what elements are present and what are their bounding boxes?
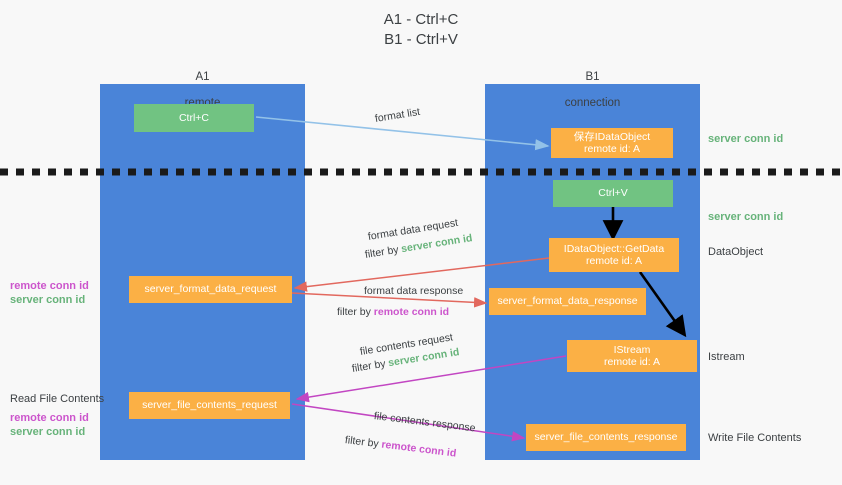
edge-label-format-list: format list xyxy=(374,105,421,126)
node-server-file-contents-request[interactable]: server_file_contents_request xyxy=(129,392,290,419)
edge-label-file-contents-response-text: file contents response xyxy=(373,410,477,435)
node-save-idataobject-line1: 保存IDataObject xyxy=(573,130,651,143)
lane-b1-title: B1 connection xyxy=(485,58,700,123)
node-getdata-line1: IDataObject::GetData xyxy=(563,242,665,255)
node-server-file-contents-request-label: server_file_contents_request xyxy=(142,399,277,412)
edge-filter-format-data-response: filter by remote conn id xyxy=(337,305,449,319)
lane-a1-title-text: A1 xyxy=(195,71,210,83)
node-istream[interactable]: IStream remote id: A xyxy=(567,340,697,372)
node-istream-line2: remote id: A xyxy=(603,356,661,368)
node-istream-line1: IStream xyxy=(613,343,651,356)
label-server-conn-id-1: server conn id xyxy=(10,294,86,306)
label-dataobject: DataObject xyxy=(708,246,764,258)
node-server-format-data-request[interactable]: server_format_data_request xyxy=(129,276,292,303)
edge-label-format-data-response-text: format data response xyxy=(364,285,464,297)
edge-filter-format-data-response-value: remote conn id xyxy=(373,306,450,318)
edge-label-format-data-response: format data response xyxy=(364,284,463,298)
lane-b1-subtitle-text: connection xyxy=(564,97,621,109)
label-remote-conn-id-1: remote conn id xyxy=(10,280,89,292)
node-server-file-contents-response[interactable]: server_file_contents_response xyxy=(526,424,686,451)
label-remote-conn-id-2: remote conn id xyxy=(10,412,89,424)
node-save-idataobject-line2: remote id: A xyxy=(583,143,641,155)
edge-filter-file-contents-response: filter by remote conn id xyxy=(344,433,457,461)
edge-filter-file-contents-response-value: remote conn id xyxy=(380,438,457,460)
node-server-file-contents-response-label: server_file_contents_response xyxy=(534,431,678,444)
node-save-idataobject[interactable]: 保存IDataObject remote id: A xyxy=(551,128,673,158)
title-line-2: B1 - Ctrl+V xyxy=(384,31,458,48)
title-line-1: A1 - Ctrl+C xyxy=(383,11,459,28)
node-ctrl-c[interactable]: Ctrl+C xyxy=(134,104,254,132)
edge-label-format-list-text: format list xyxy=(374,105,421,125)
node-server-format-data-response[interactable]: server_format_data_response xyxy=(489,288,646,315)
node-server-format-data-request-label: server_format_data_request xyxy=(144,283,277,296)
edge-filter-file-contents-response-prefix: filter by xyxy=(344,434,383,451)
node-ctrl-v[interactable]: Ctrl+V xyxy=(553,180,673,207)
edge-filter-file-contents-request-prefix: filter by xyxy=(351,357,390,375)
edge-filter-format-data-response-prefix: filter by xyxy=(337,306,374,318)
lane-b1-title-text: B1 xyxy=(585,71,600,83)
label-server-conn-id-mid: server conn id xyxy=(708,211,784,223)
label-server-conn-id-top: server conn id xyxy=(708,133,784,145)
edge-filter-format-data-request-prefix: filter by xyxy=(364,243,403,261)
phase-divider xyxy=(0,168,842,176)
label-server-conn-id-2: server conn id xyxy=(10,426,86,438)
node-server-format-data-response-label: server_format_data_response xyxy=(497,295,638,308)
label-read-file-contents: Read File Contents xyxy=(10,393,105,405)
page-title: A1 - Ctrl+C B1 - Ctrl+V xyxy=(0,10,842,50)
node-ctrl-c-label: Ctrl+C xyxy=(178,111,210,124)
node-idataobject-getdata[interactable]: IDataObject::GetData remote id: A xyxy=(549,238,679,272)
label-write-file-contents: Write File Contents xyxy=(708,432,802,444)
node-getdata-line2: remote id: A xyxy=(585,255,643,267)
edge-label-file-contents-response: file contents response xyxy=(373,409,476,435)
label-istream: Istream xyxy=(708,351,745,363)
node-ctrl-v-label: Ctrl+V xyxy=(598,187,628,200)
